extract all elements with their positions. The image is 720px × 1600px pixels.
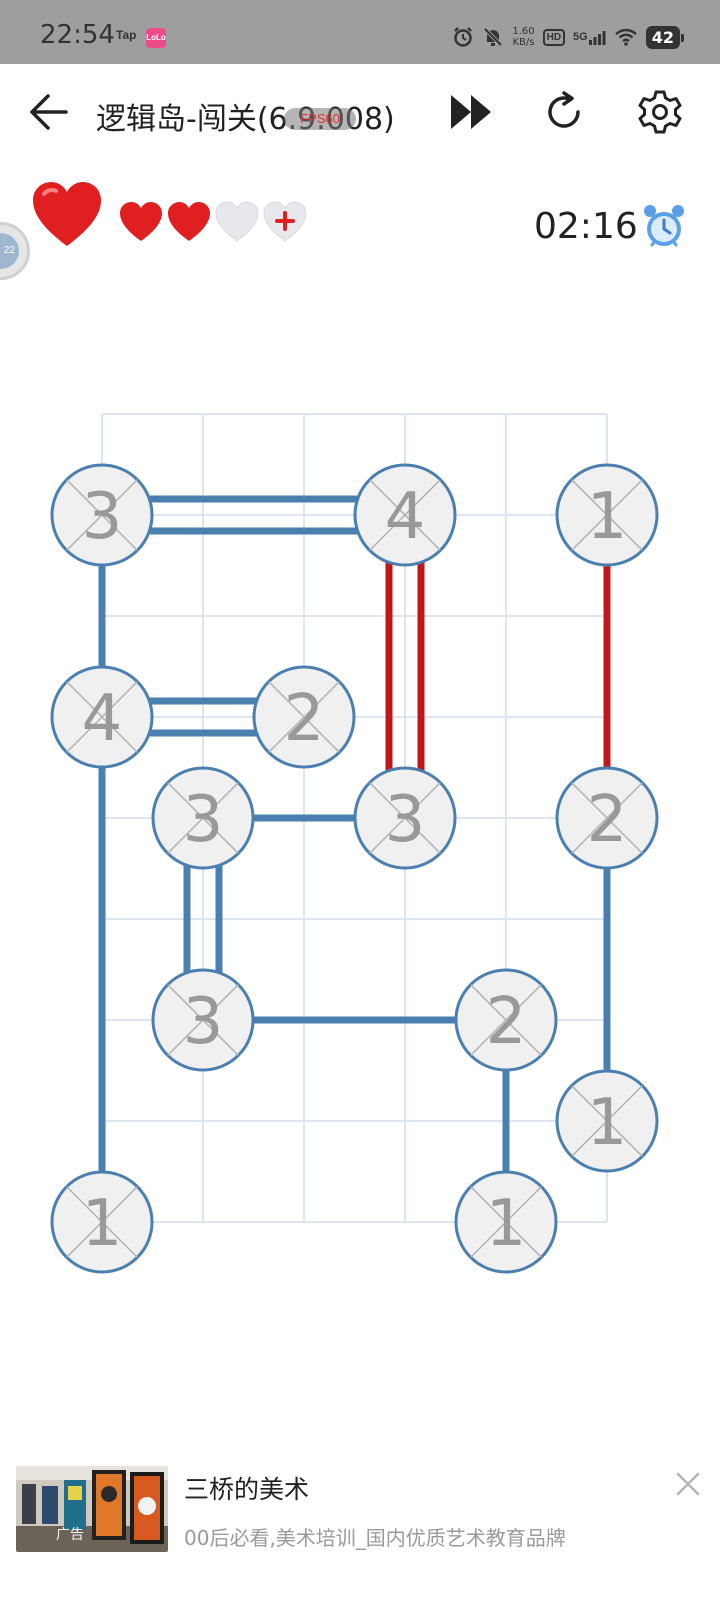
game-header: 逻辑岛-闯关(6.9.008) FPS60 (0, 64, 720, 160)
island-cross-mark (571, 782, 643, 854)
island-number: 1 (587, 480, 628, 554)
island-node[interactable]: 2 (555, 766, 659, 870)
island-node[interactable]: 1 (454, 1170, 558, 1274)
life-heart-icon (120, 202, 162, 241)
island-number: 4 (385, 480, 426, 554)
island-cross-mark (268, 681, 340, 753)
add-life-heart-icon[interactable] (262, 200, 308, 244)
close-icon (676, 1472, 700, 1496)
ad-thumbnail[interactable]: 广告 (16, 1466, 168, 1552)
alarm-status-icon (452, 26, 474, 48)
refresh-icon (548, 91, 580, 128)
island-node[interactable]: 3 (151, 766, 255, 870)
island-number: 3 (183, 783, 224, 857)
island-number: 2 (284, 682, 325, 756)
island-cross-mark (571, 1085, 643, 1157)
back-arrow-icon (30, 94, 68, 130)
island-number: 3 (183, 985, 224, 1059)
island-node[interactable]: 1 (555, 1069, 659, 1173)
island-node[interactable]: 4 (50, 665, 154, 769)
island-cross-mark (66, 1186, 138, 1258)
island-cross-mark (369, 479, 441, 551)
island-node[interactable]: 3 (151, 968, 255, 1072)
status-icons: 1.60 KB/s HD 5G 42 (452, 22, 685, 52)
island-node[interactable]: 3 (353, 766, 457, 870)
signal-icon: 5G (573, 29, 606, 45)
skip-button[interactable] (446, 86, 498, 138)
island-number: 3 (82, 480, 123, 554)
island-node[interactable]: 1 (50, 1170, 154, 1274)
heart-icon (33, 182, 101, 246)
empty-heart-icon (215, 201, 259, 242)
island-cross-mark (470, 984, 542, 1056)
fast-forward-icon (451, 95, 491, 129)
ad-banner[interactable]: 广告 三桥的美术 00后必看,美术培训_国内优质艺术教育品牌 (0, 1440, 720, 1600)
island-cross-mark (167, 984, 239, 1056)
island-cross-mark (571, 479, 643, 551)
alarm-clock-icon (644, 205, 684, 247)
island-cross-mark (66, 681, 138, 753)
tap-app-badge: Tap (116, 28, 137, 42)
settings-gear-icon (638, 90, 682, 134)
island-number: 1 (587, 1086, 628, 1160)
fps-badge: FPS60 (284, 108, 356, 130)
ad-label: 广告 (56, 1526, 84, 1542)
island-node[interactable]: 4 (353, 463, 457, 567)
island-cross-mark (470, 1186, 542, 1258)
floating-assistant-bubble[interactable]: 22 (0, 222, 30, 280)
island-cross-mark (66, 479, 138, 551)
island-node[interactable]: 2 (252, 665, 356, 769)
island-number: 2 (486, 985, 527, 1059)
status-time: 22:54 (40, 20, 115, 50)
island-node[interactable]: 1 (555, 463, 659, 567)
island-number: 2 (587, 783, 628, 857)
lives-row (118, 200, 308, 244)
ad-description[interactable]: 00后必看,美术培训_国内优质艺术教育品牌 (184, 1526, 566, 1550)
island-number: 4 (82, 682, 123, 756)
island-number: 3 (385, 783, 426, 857)
island-number: 1 (82, 1187, 123, 1261)
island-node[interactable]: 3 (50, 463, 154, 567)
restart-button[interactable] (538, 86, 590, 138)
life-heart-icon (168, 202, 210, 241)
island-cross-mark (167, 782, 239, 854)
hd-badge: HD (542, 28, 566, 46)
island-number: 1 (486, 1187, 527, 1261)
island-cross-mark (369, 782, 441, 854)
settings-button[interactable] (634, 86, 686, 138)
lolo-app-badge: LoLo (146, 28, 166, 48)
status-bar: 22:54 Tap LoLo 1.60 KB/s HD 5G 42 (0, 0, 720, 64)
island-node[interactable]: 2 (454, 968, 558, 1072)
ad-title[interactable]: 三桥的美术 (184, 1475, 310, 1504)
countdown-timer: 02:16 (534, 206, 638, 247)
back-button[interactable] (26, 90, 70, 134)
wifi-icon (614, 28, 638, 46)
battery-indicator: 42 (645, 25, 685, 49)
ad-close-button[interactable] (670, 1466, 706, 1502)
mute-bell-icon (482, 26, 504, 48)
network-speed: 1.60 KB/s (512, 26, 535, 48)
